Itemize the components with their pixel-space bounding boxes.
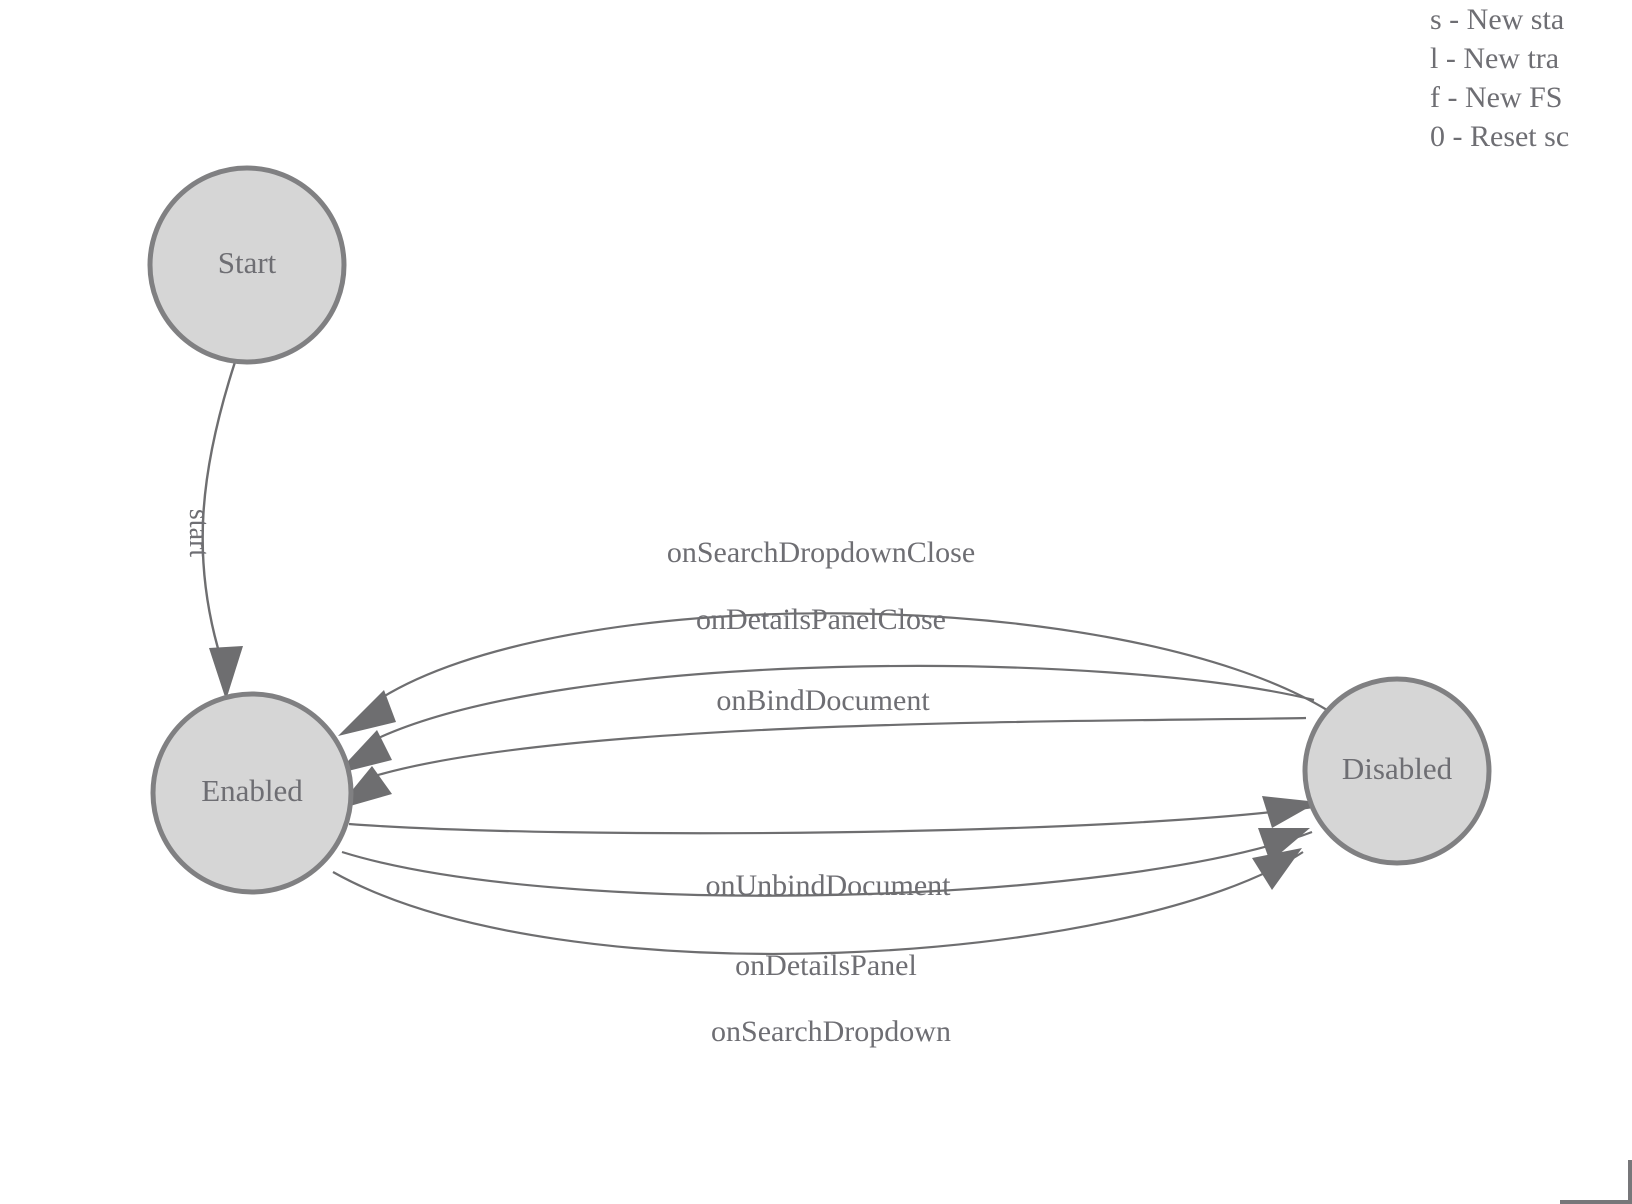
state-circle-disabled[interactable] <box>1302 676 1492 866</box>
transition-t-details-panel[interactable]: onDetailsPanel <box>341 828 1313 982</box>
transition-label-unbind-document: onUnbindDocument <box>706 869 952 902</box>
arrowhead-details-panel <box>1258 828 1310 862</box>
arrowhead-search-dropdown <box>1252 848 1302 890</box>
shortcut-new-fsm: f - New FS <box>1430 81 1563 114</box>
transition-path-details-panel <box>341 830 1313 897</box>
transition-path-search-dropdown-close <box>374 612 1328 711</box>
transition-t-details-panel-close[interactable]: onDetailsPanelClose <box>336 603 1315 774</box>
transition-t-start[interactable]: start <box>183 361 243 700</box>
transition-t-search-dropdown-close[interactable]: onSearchDropdownClose <box>338 536 1328 736</box>
transition-label-details-panel-close: onDetailsPanelClose <box>696 603 946 636</box>
transition-path-details-panel-close <box>369 664 1315 743</box>
arrowhead-start <box>209 646 243 700</box>
state-label-disabled: Disabled <box>1342 751 1453 786</box>
state-node-enabled[interactable]: Enabled <box>150 691 354 895</box>
transition-path-search-dropdown <box>332 851 1304 955</box>
arrowhead-details-panel-close <box>336 730 392 774</box>
state-node-disabled[interactable]: Disabled <box>1302 676 1492 866</box>
transition-path-unbind-document <box>348 804 1321 835</box>
shortcut-new-state: s - New sta <box>1430 3 1565 36</box>
transition-label-start: start <box>183 509 214 557</box>
state-circle-enabled[interactable] <box>150 691 354 895</box>
state-node-start[interactable]: Start <box>147 165 347 365</box>
arrowhead-search-dropdown-close <box>338 690 396 736</box>
transition-path-start <box>201 361 237 663</box>
state-label-enabled: Enabled <box>201 773 303 808</box>
shortcut-new-transition: l - New tra <box>1430 42 1560 75</box>
transition-label-search-dropdown: onSearchDropdown <box>711 1015 951 1048</box>
transition-t-bind-document[interactable]: onBindDocument <box>336 684 1307 810</box>
shortcut-reset-scale: 0 - Reset sc <box>1430 120 1570 153</box>
transition-path-bind-document <box>367 716 1307 780</box>
state-circle-start[interactable] <box>147 165 347 365</box>
transition-label-search-dropdown-close: onSearchDropdownClose <box>667 536 975 569</box>
arrowhead-unbind-document <box>1262 796 1318 828</box>
state-label-start: Start <box>218 245 277 280</box>
transition-label-bind-document: onBindDocument <box>716 684 930 717</box>
transition-t-search-dropdown[interactable]: onSearchDropdown <box>332 848 1304 1048</box>
keyboard-shortcuts-overlay: s - New sta l - New tra f - New FS 0 - R… <box>1430 0 1632 156</box>
transition-t-unbind-document[interactable]: onUnbindDocument <box>348 796 1321 902</box>
